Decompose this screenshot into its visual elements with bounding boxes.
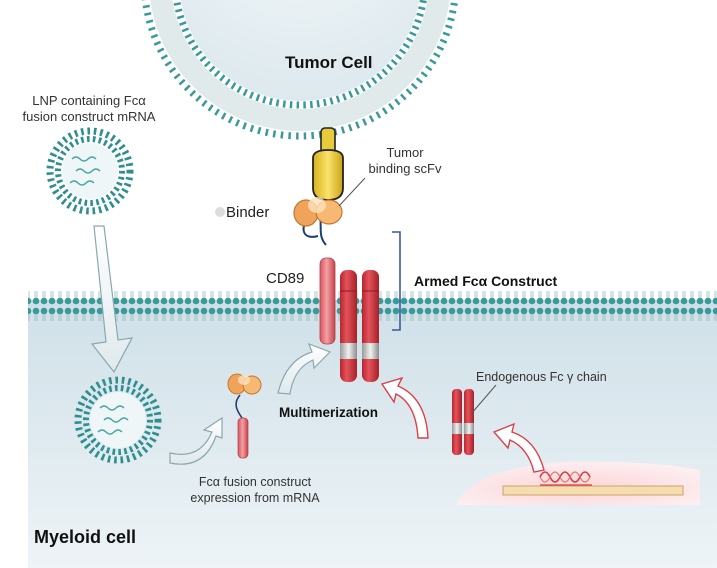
endogenous-callout-line bbox=[470, 384, 497, 415]
lnp-label: LNP containing Fcα fusion construct mRNA bbox=[4, 93, 174, 126]
nucleus bbox=[456, 461, 700, 505]
endogenous-label: Endogenous Fc γ chain bbox=[476, 370, 607, 384]
scfv-label-line1: Tumor bbox=[386, 145, 424, 160]
armed-construct-bracket bbox=[392, 231, 401, 331]
tumor-cell-label: Tumor Cell bbox=[285, 53, 373, 72]
armed-construct-label: Armed Fcα Construct bbox=[414, 273, 558, 289]
binder-label: Binder bbox=[226, 204, 270, 221]
cd89-label: CD89 bbox=[266, 270, 305, 287]
expression-label-line2: expression from mRNA bbox=[190, 490, 320, 505]
tumor-cell bbox=[141, 0, 459, 140]
scfv-callout-line bbox=[338, 177, 366, 207]
armed-construct bbox=[319, 257, 379, 382]
expression-label-line1: Fcα fusion construct bbox=[198, 475, 312, 489]
lnp-inside bbox=[74, 376, 162, 464]
armed-arrow bbox=[277, 342, 332, 395]
lnp-label-line1: LNP containing Fcα bbox=[32, 93, 146, 108]
multimerization-label: Multimerization bbox=[279, 405, 379, 420]
tumor-antigen bbox=[312, 127, 344, 201]
lnp-outside bbox=[46, 127, 134, 215]
uptake-arrow bbox=[90, 225, 134, 374]
expression-label: Fcα fusion construct expression from mRN… bbox=[170, 475, 340, 506]
translation-arrow bbox=[492, 422, 545, 473]
expressed-construct bbox=[227, 373, 262, 459]
scfv-binder bbox=[293, 197, 343, 246]
multimerization-arrow bbox=[380, 376, 429, 439]
endogenous-fc-gamma bbox=[452, 389, 474, 455]
myeloid-cell-label: Myeloid cell bbox=[34, 527, 137, 547]
binder-dot bbox=[215, 207, 225, 217]
expression-arrow bbox=[169, 416, 223, 465]
scfv-label-line2: binding scFv bbox=[368, 161, 442, 177]
scfv-label: Tumor binding scFv bbox=[355, 145, 455, 178]
lnp-label-line2: fusion construct mRNA bbox=[22, 109, 156, 125]
